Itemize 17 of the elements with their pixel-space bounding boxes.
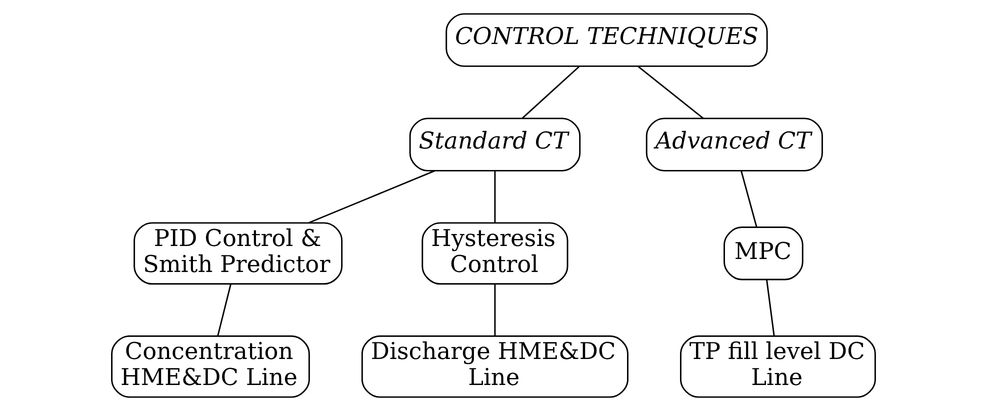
connector bbox=[522, 66, 580, 119]
node-box: PID Control & Smith Predictor bbox=[134, 222, 343, 285]
connector bbox=[494, 171, 496, 223]
node-box: Concentration HME&DC Line bbox=[111, 335, 310, 398]
node-box: Hysteresis Control bbox=[422, 222, 568, 285]
connector bbox=[308, 170, 435, 224]
connector bbox=[494, 284, 496, 336]
node-box: CONTROL TECHNIQUES bbox=[446, 13, 768, 67]
node-box: MPC bbox=[724, 226, 804, 280]
connector bbox=[638, 66, 704, 119]
connector bbox=[766, 280, 775, 336]
connector bbox=[217, 284, 232, 336]
node-box: Discharge HME&DC Line bbox=[361, 335, 628, 398]
node-box: TP fill level DC Line bbox=[680, 335, 876, 398]
node-box: Advanced CT bbox=[646, 118, 823, 172]
node-box: Standard CT bbox=[409, 118, 581, 172]
connector bbox=[740, 170, 758, 228]
